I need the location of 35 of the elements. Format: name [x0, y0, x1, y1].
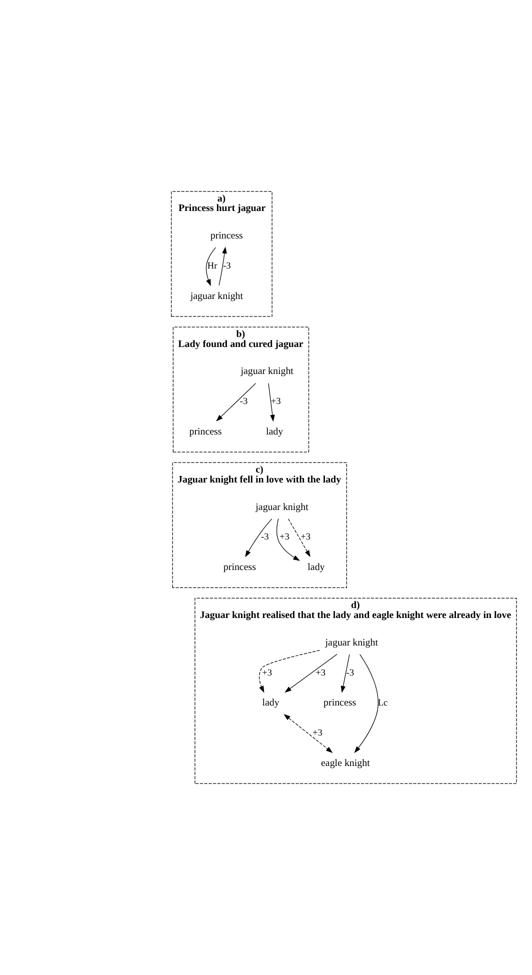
node-text: lady: [262, 698, 280, 709]
node-text: eagle knight: [321, 758, 370, 769]
arrow: [216, 382, 256, 422]
edge-label: -3: [223, 262, 231, 272]
node-text: princess: [189, 426, 222, 438]
arrow: [218, 246, 227, 286]
edge-label: -3: [261, 532, 269, 543]
node-text: lady: [266, 426, 284, 438]
arrow: [288, 518, 310, 558]
arrow: [284, 654, 338, 693]
arrow: [258, 650, 320, 693]
edge-label: +3: [262, 668, 272, 678]
arrow: [340, 654, 350, 693]
edge-label: +3: [280, 532, 290, 543]
node-text: princess: [324, 698, 356, 709]
node-text: jaguar knight: [256, 502, 308, 513]
node-text: princess: [210, 230, 243, 242]
edge-label: Hr: [207, 262, 218, 272]
edge-label: -3: [346, 668, 354, 678]
node-text: jaguar knight: [190, 290, 244, 302]
edge-label: +3: [300, 532, 311, 543]
arrow: [245, 518, 272, 558]
node-text: lady: [308, 562, 325, 574]
edge-label: +3: [316, 668, 326, 678]
arrow: [268, 382, 275, 422]
node-text: jaguar knight: [240, 366, 294, 378]
arrow: [284, 714, 333, 753]
edge-label: +3: [312, 728, 322, 739]
node-text: jaguar knight: [325, 637, 378, 648]
arrow: [206, 247, 216, 286]
node-text: princess: [223, 562, 256, 574]
edge-label: -3: [240, 397, 248, 408]
edge-label: +3: [270, 397, 281, 408]
arrow: [276, 518, 300, 561]
arrow: [354, 654, 378, 754]
